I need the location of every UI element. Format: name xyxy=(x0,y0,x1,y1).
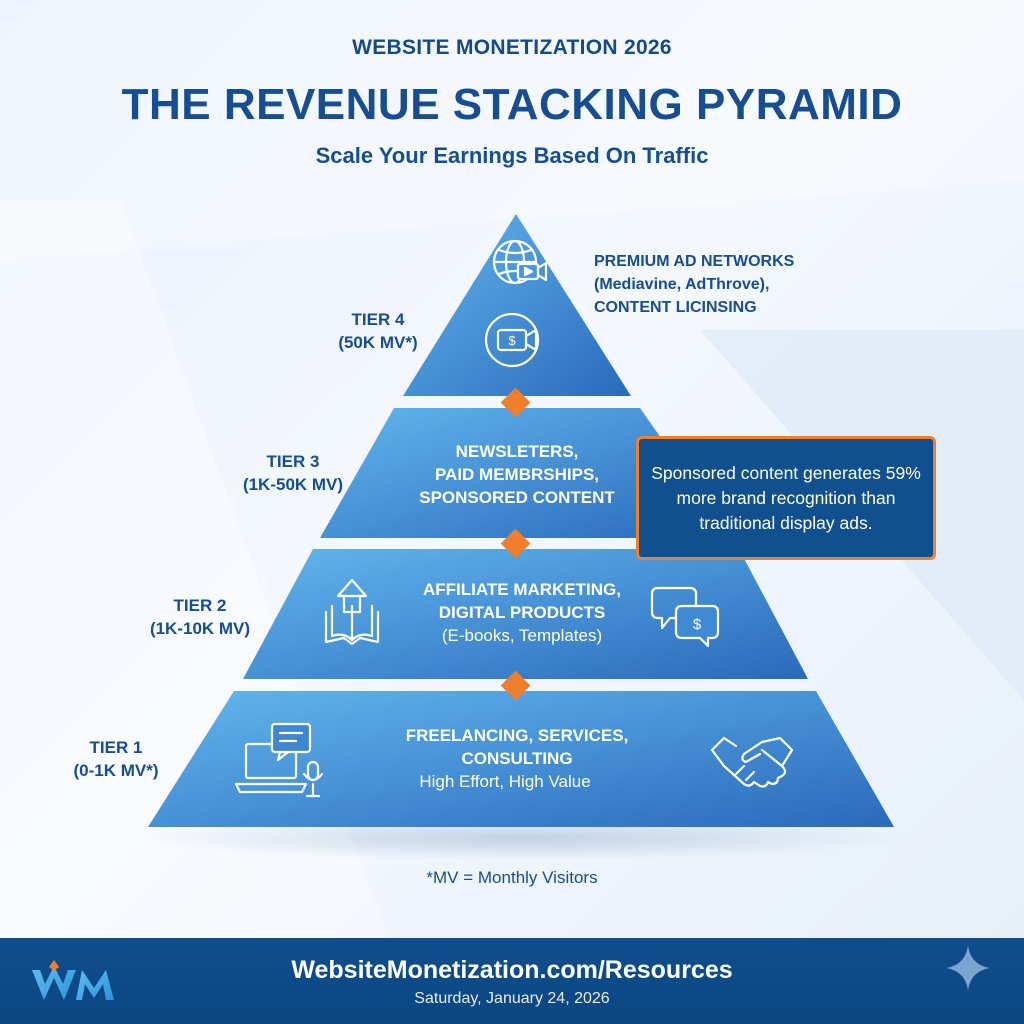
tier-name: TIER 3 xyxy=(266,452,320,471)
tier-4-label: TIER 4 (50K MV*) xyxy=(318,308,438,354)
handshake-icon xyxy=(710,736,794,788)
kicker: WEBSITE MONETIZATION 2026 xyxy=(352,36,672,59)
tier-content-line: SPONSORED CONTENT xyxy=(419,488,615,507)
connector-diamond xyxy=(500,387,531,418)
tier-name: TIER 4 xyxy=(351,310,405,329)
money-camera-icon: $ xyxy=(484,312,540,368)
tier-content-line: (Mediavine, AdThrove), xyxy=(594,276,770,293)
tier-content-line: CONSULTING xyxy=(461,749,573,768)
svg-text:$: $ xyxy=(693,616,702,633)
tier-range: (1K-10K MV) xyxy=(149,619,251,638)
tier-3-block xyxy=(320,408,731,538)
footer: WebsiteMonetization.com/Resources Saturd… xyxy=(0,938,1024,1024)
tier-1-label: TIER 1 (0-1K MV*) xyxy=(56,736,176,782)
connector-diamond xyxy=(500,670,531,701)
callout-text: Sponsored content generates 59% more bra… xyxy=(651,462,921,533)
tier-content-line: AFFILIATE MARKETING, xyxy=(423,580,621,599)
tier-content-line: FREELANCING, SERVICES, xyxy=(405,726,629,745)
tier-content-line: High Effort, High Value xyxy=(419,772,591,791)
tier-content-line: PAID MEMBRSHIPS, xyxy=(434,465,600,484)
tier-name: TIER 2 xyxy=(173,596,227,615)
laptop-microphone-icon xyxy=(234,722,324,798)
tier-range: (1K-50K MV) xyxy=(242,475,344,494)
tier-4-content: PREMIUM AD NETWORKS (Mediavine, AdThrove… xyxy=(594,250,824,319)
tier-2-block xyxy=(243,549,808,679)
tier-range: (50K MV*) xyxy=(338,333,418,352)
tier-3-content: NEWSLETERS, PAID MEMBRSHIPS, SPONSORED C… xyxy=(392,440,642,509)
footnote: *MV = Monthly Visitors xyxy=(426,868,598,887)
globe-play-icon xyxy=(492,239,548,285)
stat-callout: Sponsored content generates 59% more bra… xyxy=(636,436,936,560)
tier-1-block xyxy=(148,691,894,827)
wm-logo xyxy=(30,960,118,1009)
tier-3-label: TIER 3 (1K-50K MV) xyxy=(228,450,358,496)
svg-text:$: $ xyxy=(508,333,516,348)
tier-4-block xyxy=(403,214,631,396)
tier-2-label: TIER 2 (1K-10K MV) xyxy=(130,594,270,640)
footer-url[interactable]: WebsiteMonetization.com/Resources xyxy=(291,956,733,984)
tier-1-content: FREELANCING, SERVICES, CONSULTING High E… xyxy=(380,724,654,793)
book-upload-icon xyxy=(324,578,380,646)
tier-name: TIER 1 xyxy=(89,738,143,757)
tier-content-line: NEWSLETERS, xyxy=(455,442,579,461)
page-title: THE REVENUE STACKING PYRAMID xyxy=(121,80,903,129)
subtitle: Scale Your Earnings Based On Traffic xyxy=(315,143,709,168)
tier-content-line: PREMIUM AD NETWORKS xyxy=(594,253,795,270)
footer-date: Saturday, January 24, 2026 xyxy=(414,990,610,1007)
tier-2-content: AFFILIATE MARKETING, DIGITAL PRODUCTS (E… xyxy=(392,578,652,647)
tier-range: (0-1K MV*) xyxy=(73,761,159,780)
tier-content-line: DIGITAL PRODUCTS xyxy=(438,603,606,622)
sparkle-icon xyxy=(946,946,990,990)
chat-dollar-icon: $ xyxy=(650,586,720,648)
connector-diamond xyxy=(500,528,531,559)
tier-content-line: (E-books, Templates) xyxy=(441,626,603,645)
tier-content-line: CONTENT LICINSING xyxy=(594,299,757,316)
